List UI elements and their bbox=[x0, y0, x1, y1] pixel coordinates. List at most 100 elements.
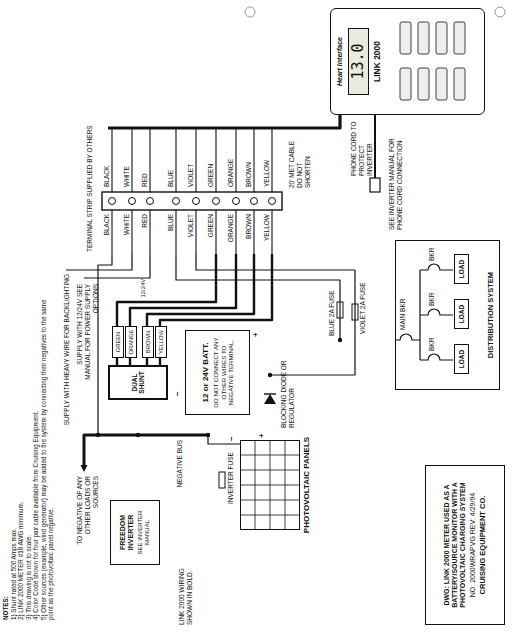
callout-label: SUPPLY WITH HEAVY WIRE FOR BACKLIGHTING bbox=[63, 274, 71, 440]
node-text: GREEN bbox=[115, 328, 122, 356]
wire bbox=[255, 440, 256, 530]
wire bbox=[195, 210, 196, 254]
callout-label: BLOCKING DIODE OR REGULATOR bbox=[280, 348, 296, 428]
wire bbox=[264, 393, 276, 394]
junction-dot bbox=[268, 373, 272, 377]
wire-color-label: RED bbox=[141, 131, 149, 187]
wire bbox=[176, 254, 340, 340]
node-text: BROWN bbox=[145, 328, 152, 356]
shunt-box: DUAL SHUNT bbox=[108, 365, 168, 400]
callout-label: MAIN BKR bbox=[399, 290, 407, 330]
node-text: FREEDOM INVERTER bbox=[119, 503, 135, 562]
wire bbox=[131, 210, 132, 254]
wire-color-label: BLACK bbox=[103, 131, 111, 187]
wire-color-label: BLACK bbox=[103, 214, 111, 256]
junction-dot bbox=[206, 433, 210, 437]
note-text: NOTES: bbox=[2, 290, 10, 620]
load-box: LOAD bbox=[454, 254, 469, 284]
phone-plug bbox=[370, 178, 380, 192]
node-text: PHOTOVOLTAIC PANELS bbox=[302, 411, 311, 559]
wire-color-label: ORANGE bbox=[227, 214, 235, 256]
terminal-screw bbox=[129, 198, 136, 205]
wire-color-label: WHITE bbox=[123, 131, 131, 187]
wire-color-label: VIOLET bbox=[187, 131, 195, 187]
wire bbox=[108, 115, 340, 128]
polarity-sign: − bbox=[227, 433, 237, 441]
node-text: NO: 2000WRAPVG REV: 4/29/94 bbox=[469, 470, 477, 620]
meter-button bbox=[454, 22, 465, 54]
wire-color-label: YELLOW bbox=[263, 214, 271, 256]
notes-block: NOTES:1) Shunt rated at 500 Amps max.2) … bbox=[2, 290, 55, 620]
wire-color-label: BLUE bbox=[167, 214, 175, 256]
note-text: 3) This drawing is not to scale. bbox=[25, 290, 33, 620]
callout-label: SEE INVERTER MANUAL FOR PHONE CORD CONNE… bbox=[388, 122, 404, 230]
wire bbox=[84, 254, 150, 278]
callout-label: SUPPLY WITH 12/24V SEE MANUAL FOR POWER … bbox=[76, 284, 99, 390]
breaker-symbol bbox=[395, 264, 453, 360]
wire bbox=[66, 254, 132, 270]
wire bbox=[111, 128, 112, 192]
node-text: ORANGE bbox=[128, 328, 135, 356]
wire bbox=[271, 210, 272, 254]
meter-button bbox=[454, 68, 465, 100]
note-text: 1) Shunt rated at 500 Amps max. bbox=[10, 290, 18, 620]
node-text: LOAD bbox=[458, 301, 465, 327]
polarity-sign: + bbox=[257, 430, 267, 438]
terminal-strip bbox=[102, 192, 282, 210]
sense-terminal: BROWN bbox=[142, 326, 154, 358]
wire bbox=[149, 128, 150, 192]
meter-button bbox=[400, 22, 411, 54]
node-text: SEE INVERTER MANUAL bbox=[137, 503, 151, 562]
callout-label: PHONE CORD TO PROTECT INVERTER bbox=[350, 116, 373, 176]
note-text: 2) LINK 2000 METER #18 AWG minimum. bbox=[17, 290, 25, 620]
inverter-box: FREEDOM INVERTERSEE INVERTER MANUAL bbox=[110, 500, 160, 565]
sense-terminal: YELLOW bbox=[155, 326, 167, 358]
terminal-screw bbox=[173, 198, 180, 205]
arrow-head bbox=[81, 465, 88, 472]
wire bbox=[84, 435, 210, 466]
distribution-box: LOADLOADLOADDISTRIBUTION SYSTEM bbox=[395, 240, 500, 390]
wire-color-label: GREEN bbox=[207, 131, 215, 187]
wire bbox=[235, 128, 236, 192]
wire bbox=[215, 210, 216, 254]
terminal-screw bbox=[193, 198, 200, 205]
callout-label: 12/24V bbox=[140, 279, 147, 299]
meter-button bbox=[418, 22, 429, 54]
wire bbox=[149, 210, 150, 254]
node-text: CRUISING EQUIPMENT CO. bbox=[479, 470, 488, 620]
node-text: LOAD bbox=[458, 256, 465, 282]
terminal-screw bbox=[147, 198, 154, 205]
load-box: LOAD bbox=[454, 344, 469, 374]
sense-terminal: GREEN bbox=[112, 326, 124, 358]
wire-color-label: BROWN bbox=[245, 214, 253, 256]
wire bbox=[129, 358, 131, 365]
wire bbox=[111, 210, 112, 254]
terminal-screw bbox=[109, 198, 116, 205]
wire bbox=[160, 254, 272, 326]
wire-color-label: ORANGE bbox=[227, 131, 235, 187]
wire-color-label: RED bbox=[141, 214, 149, 256]
node-text: 12 or 24V BATT. bbox=[201, 333, 210, 412]
wire bbox=[159, 358, 161, 365]
wire-color-label: WHITE bbox=[123, 214, 131, 256]
wire-color-label: VIOLET bbox=[187, 214, 195, 256]
battery-box: 12 or 24V BATT.DO NOT CONNECT ANY OTHER … bbox=[185, 330, 250, 415]
wire bbox=[253, 128, 254, 192]
wire bbox=[147, 254, 254, 326]
node-text: DWG: LINK 2000 METER USED AS A BATTERY/S… bbox=[443, 470, 467, 620]
meter-panel: Heart Interface13.0LINK 2000 bbox=[330, 8, 485, 115]
wire bbox=[131, 128, 132, 192]
punch-hole bbox=[495, 7, 505, 17]
callout-label: NEGATIVE BUS bbox=[176, 440, 184, 492]
diode-symbol bbox=[264, 394, 276, 404]
fuse-symbol bbox=[352, 304, 358, 320]
fuse-symbol bbox=[337, 302, 343, 318]
wire-color-label: BLUE bbox=[167, 131, 175, 187]
wire bbox=[175, 210, 176, 254]
junction-dot bbox=[136, 433, 140, 437]
node-text: YELLOW bbox=[158, 328, 165, 356]
callout-label: BKR bbox=[428, 243, 436, 261]
node-text: LOAD bbox=[458, 346, 465, 372]
node-text: Heart Interface bbox=[336, 14, 344, 109]
callout-label: BKR bbox=[428, 333, 436, 351]
